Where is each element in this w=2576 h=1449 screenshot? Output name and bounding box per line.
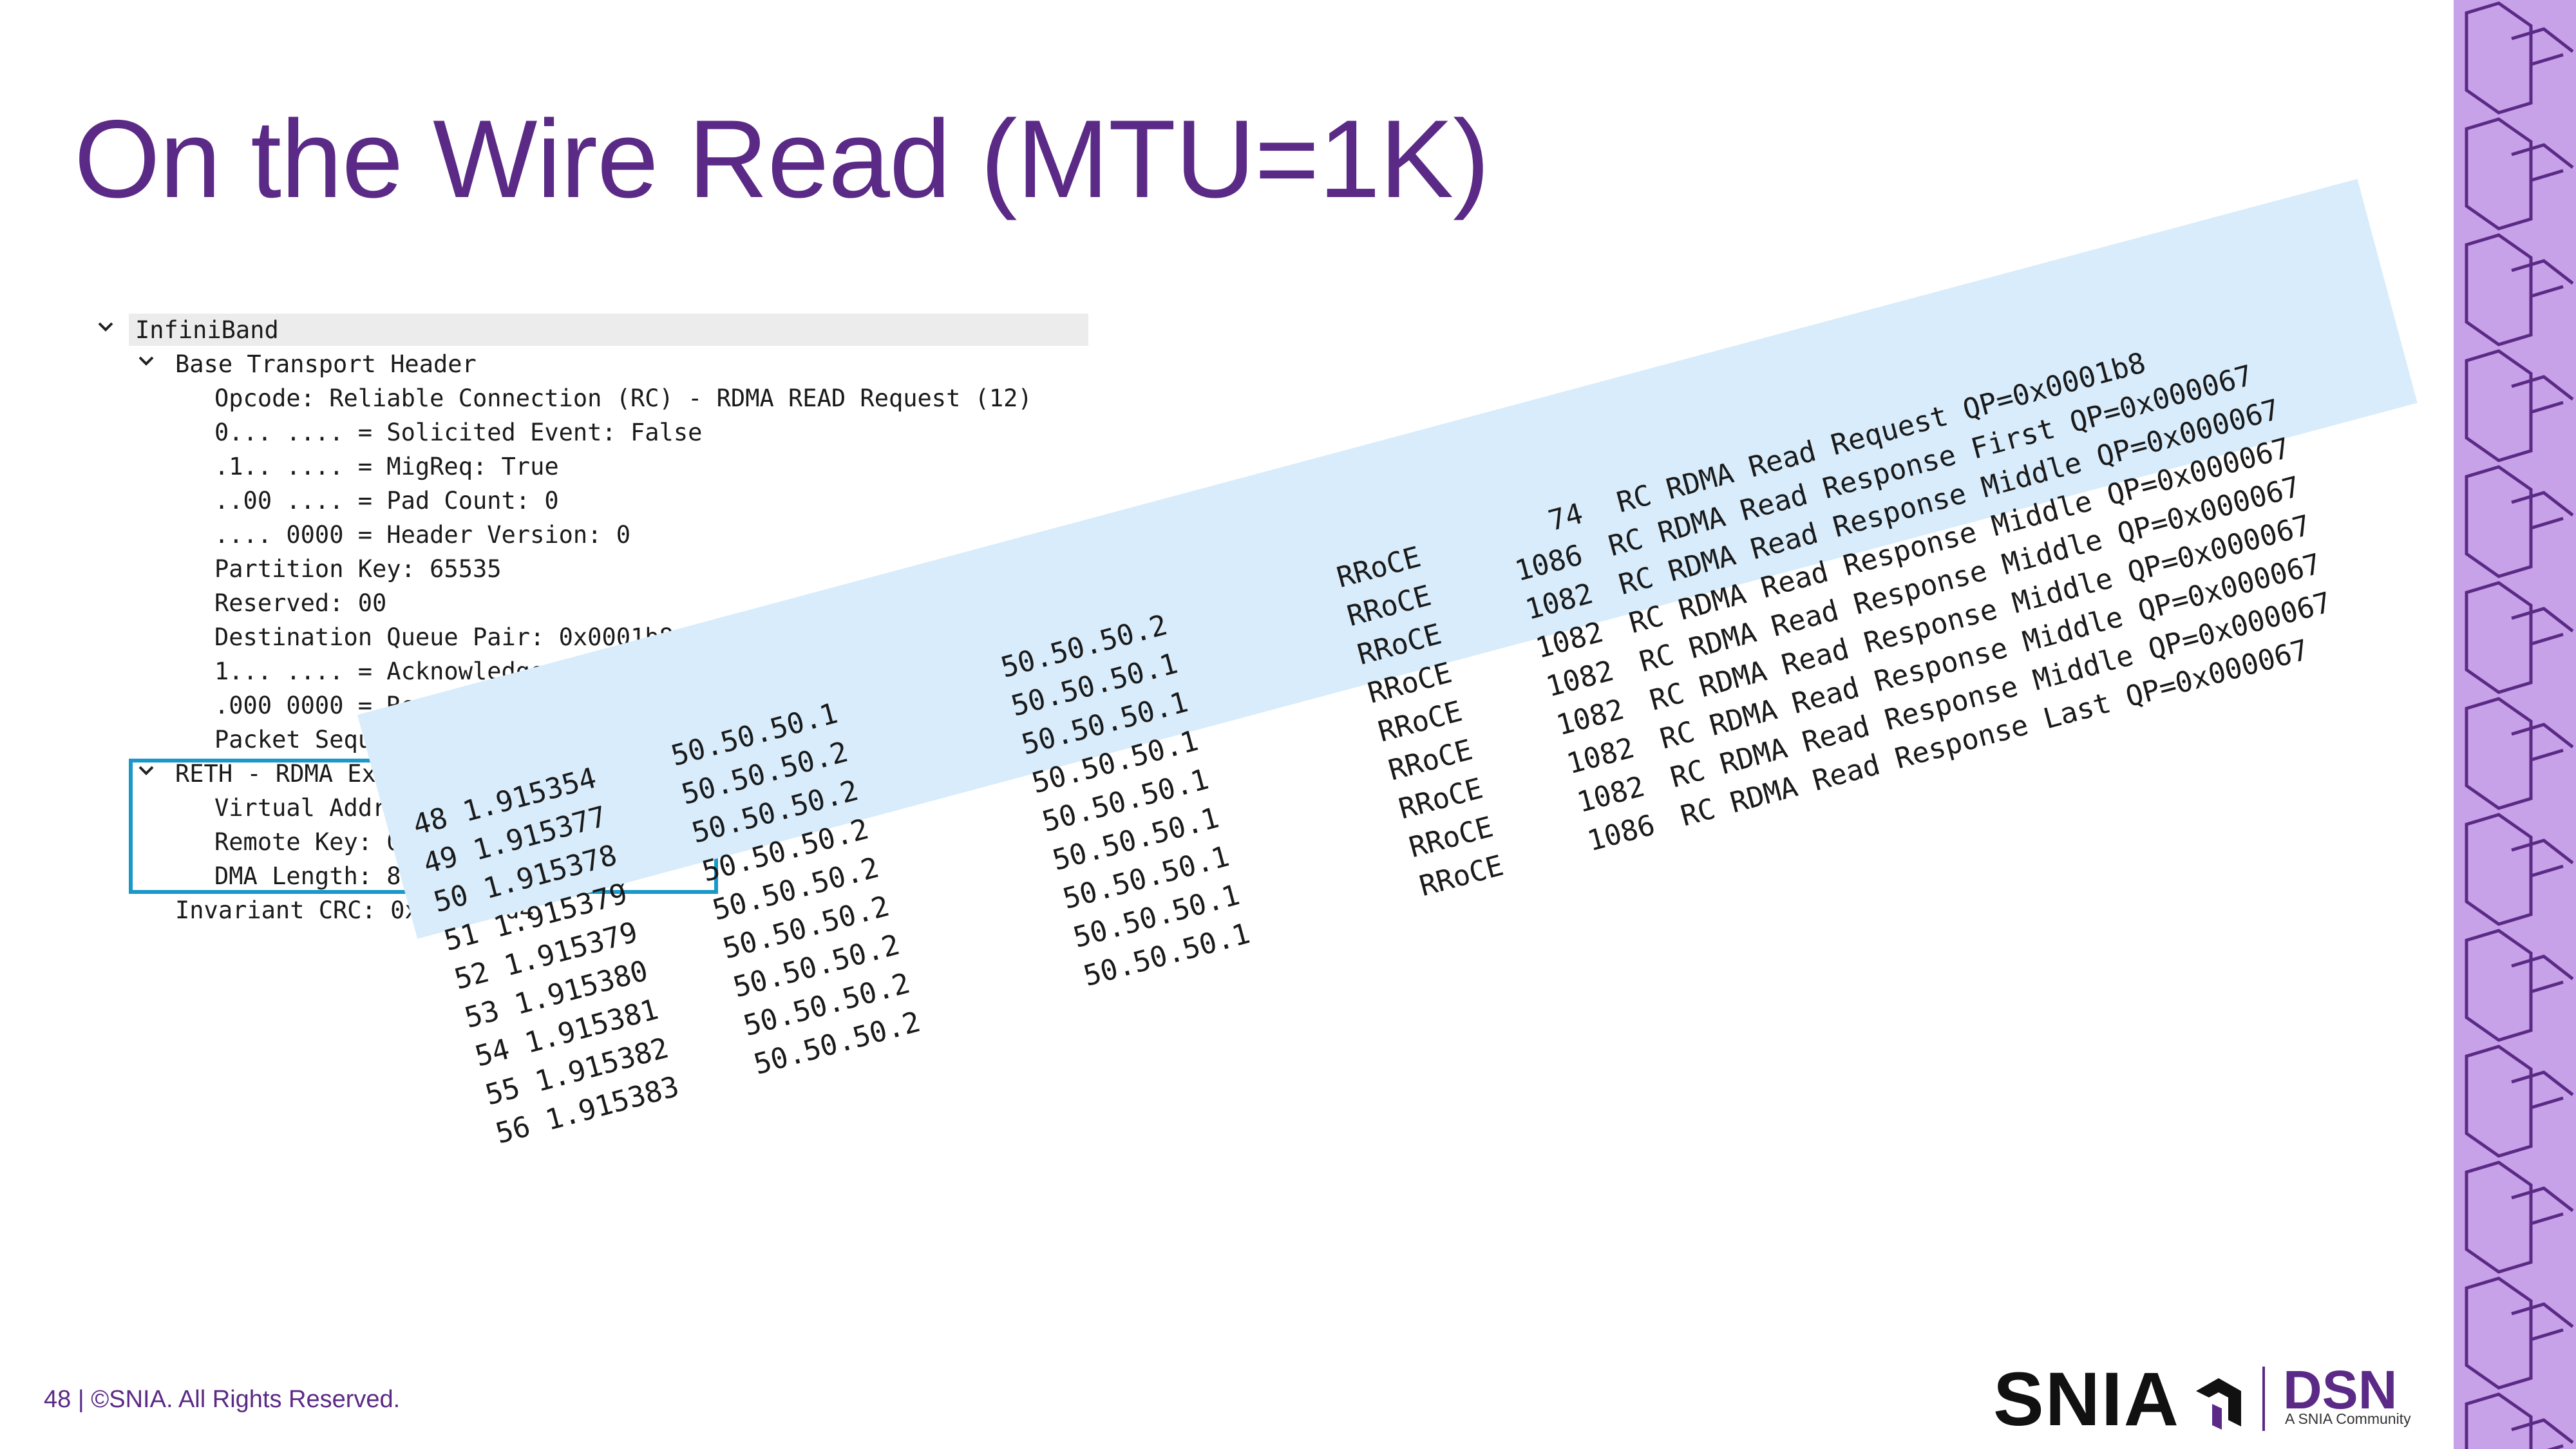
tree-field[interactable]: 0... .... = Solicited Event: False	[214, 419, 703, 446]
tree-field[interactable]: Partition Key: 65535	[214, 555, 502, 583]
expand-caret-icon[interactable]	[138, 764, 154, 779]
packet-no: 52	[451, 955, 493, 996]
snia-logo-mark-icon	[2196, 1378, 2241, 1430]
packet-len: 1082	[1563, 731, 1638, 781]
decorative-side-strip	[2454, 0, 2576, 1449]
packet-len: 1082	[1553, 692, 1628, 743]
packet-len: 1086	[1584, 808, 1659, 858]
tree-field[interactable]: .... 0000 = Header Version: 0	[214, 521, 631, 549]
packet-len: 1086	[1511, 538, 1586, 588]
tree-field[interactable]: ..00 .... = Pad Count: 0	[214, 487, 559, 515]
tree-field[interactable]: Reserved: 00	[214, 589, 387, 617]
dsn-logo-text: DSN	[2283, 1359, 2398, 1420]
tree-field[interactable]: .1.. .... = MigReq: True	[214, 453, 559, 480]
packet-row[interactable]: 48 1.915354 50.50.50.1 50.50.50.2 RRoCE …	[386, 346, 2149, 846]
expand-caret-icon[interactable]	[98, 321, 113, 335]
packet-no: 48	[410, 801, 451, 842]
packet-no: 56	[492, 1110, 534, 1151]
packet-no: 53	[461, 994, 503, 1035]
packet-no: 49	[420, 840, 462, 881]
chevron-pattern-icon	[2454, 0, 2576, 1449]
packet-len: 1082	[1532, 616, 1607, 665]
slide-footer: 48 | ©SNIA. All Rights Reserved.	[44, 1386, 401, 1413]
packet-len: 1082	[1522, 577, 1596, 627]
packet-len: 1082	[1573, 770, 1649, 820]
packet-len: 1082	[1542, 654, 1618, 704]
slide-title: On the Wire Read (MTU=1K)	[74, 97, 1490, 221]
packet-no: 54	[471, 1032, 513, 1074]
packet-no: 50	[430, 878, 472, 920]
packet-len: 74	[1544, 497, 1587, 538]
tree-node-infiniband[interactable]: InfiniBand	[135, 316, 279, 344]
selected-row-highlight	[129, 314, 1088, 346]
tree-field[interactable]: Opcode: Reliable Connection (RC) - RDMA …	[214, 384, 1032, 412]
tree-node-bth[interactable]: Base Transport Header	[175, 350, 477, 378]
packet-no: 51	[440, 917, 482, 958]
snia-logo-text: SNIA	[1993, 1357, 2180, 1442]
packet-no: 55	[482, 1071, 524, 1112]
dsn-logo-subtitle: A SNIA Community	[2285, 1410, 2411, 1427]
expand-caret-icon[interactable]	[138, 355, 154, 369]
logo-divider	[2262, 1367, 2265, 1431]
